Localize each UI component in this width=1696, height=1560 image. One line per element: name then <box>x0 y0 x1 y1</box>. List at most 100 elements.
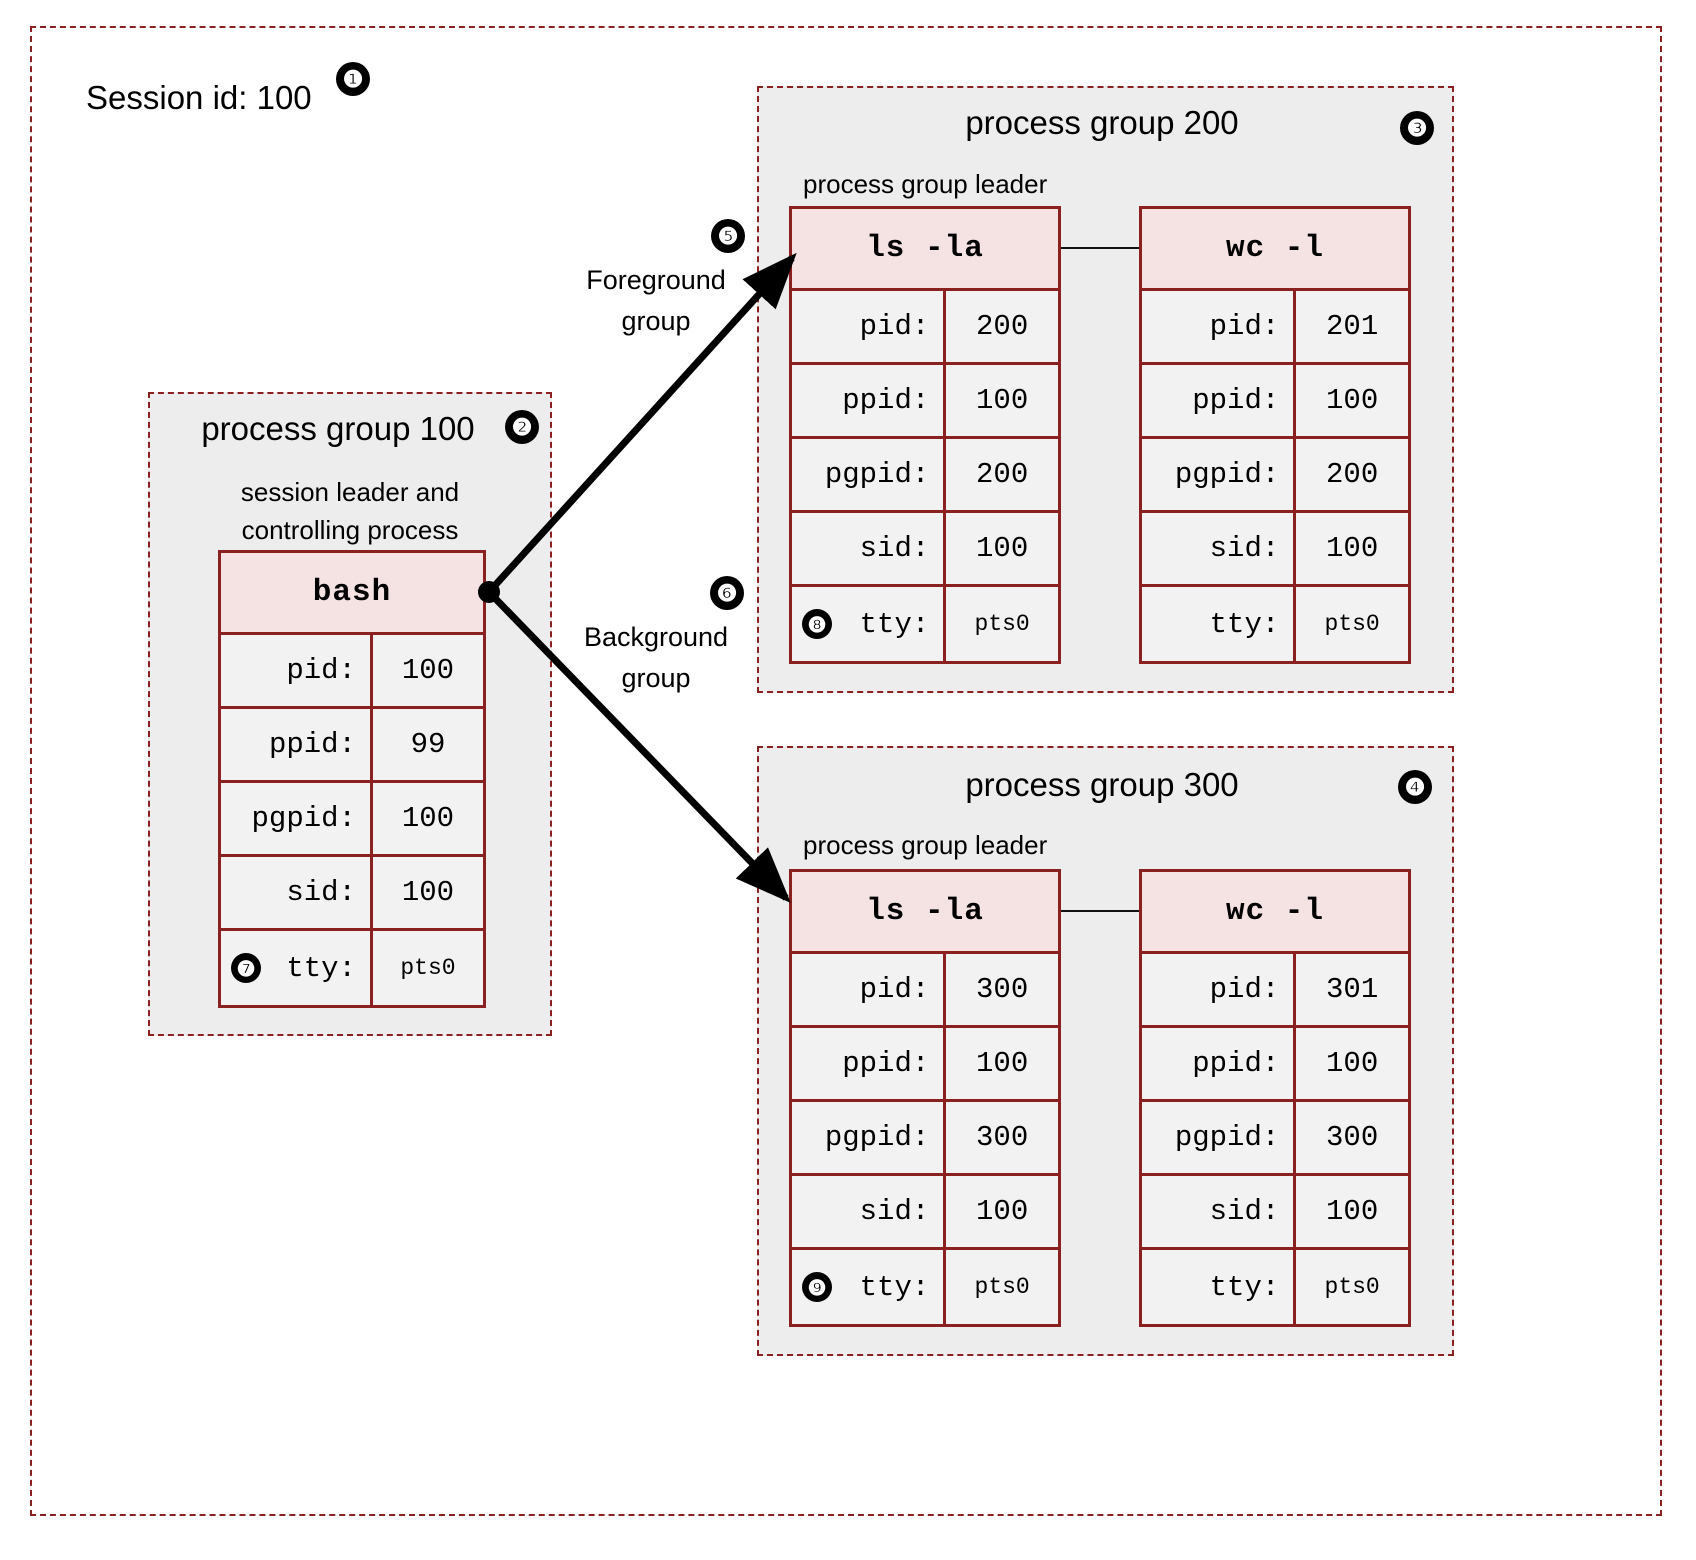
table-row: ❾ tty: pts0 <box>792 1250 1058 1324</box>
row-value: pts0 <box>974 1274 1030 1300</box>
process-name-bash: bash <box>221 553 483 635</box>
table-row: pid: 201 <box>1142 291 1408 365</box>
row-key: sid: <box>792 1176 947 1247</box>
row-key: pid: <box>792 291 947 362</box>
table-row: sid: 100 <box>1142 1176 1408 1250</box>
row-key: sid: <box>792 513 947 584</box>
table-row: pid: 200 <box>792 291 1058 365</box>
row-value: 100 <box>976 1047 1029 1080</box>
row-key: ppid: <box>1142 1028 1297 1099</box>
process-group-100-subtitle: session leader and controlling process <box>240 477 460 545</box>
process-group-200-title: process group 200 <box>965 104 1239 141</box>
row-value: 100 <box>976 1195 1029 1228</box>
table-row: ppid: 100 <box>792 365 1058 439</box>
process-table-ls-200: ls -la pid: 200 ppid: 100 pgpid: 200 sid… <box>789 206 1061 664</box>
callout-badge-7: ❼ <box>231 953 261 983</box>
table-row: pgpid: 200 <box>1142 439 1408 513</box>
table-row: sid: 100 <box>221 857 483 931</box>
row-key: ❼ tty: <box>221 931 373 1005</box>
row-key: ppid: <box>792 1028 947 1099</box>
row-value: 200 <box>976 458 1029 491</box>
row-key-text: tty: <box>859 607 930 641</box>
table-row: sid: 100 <box>792 513 1058 587</box>
callout-badge-2: ❷ <box>505 410 539 444</box>
session-title: Session id: 100 <box>86 79 312 116</box>
callout-badge-1: ❶ <box>336 62 370 96</box>
row-value: 100 <box>401 802 455 835</box>
process-name-ls: ls -la <box>792 872 1058 954</box>
row-value: 100 <box>976 532 1029 565</box>
row-value: 100 <box>1326 1195 1379 1228</box>
table-row: ppid: 100 <box>792 1028 1058 1102</box>
row-value: 300 <box>976 1121 1029 1154</box>
row-key: ppid: <box>792 365 947 436</box>
row-value: 201 <box>1326 310 1379 343</box>
row-value: 200 <box>1326 458 1379 491</box>
table-row: tty: pts0 <box>1142 1250 1408 1324</box>
row-key: ppid: <box>221 709 373 780</box>
row-value: 100 <box>1326 532 1379 565</box>
process-name-ls: ls -la <box>792 209 1058 291</box>
callout-badge-3: ❸ <box>1400 111 1434 145</box>
row-key: pgpid: <box>792 439 947 510</box>
process-group-200-subtitle: process group leader <box>803 169 1048 199</box>
row-value: pts0 <box>1324 1274 1380 1300</box>
row-key: pid: <box>1142 291 1297 362</box>
row-key: pgpid: <box>221 783 373 854</box>
process-table-wc-300: wc -l pid: 301 ppid: 100 pgpid: 300 sid:… <box>1139 869 1411 1327</box>
row-value: 100 <box>401 654 455 687</box>
table-row: pid: 100 <box>221 635 483 709</box>
table-row: pgpid: 300 <box>1142 1102 1408 1176</box>
table-row: sid: 100 <box>1142 513 1408 587</box>
table-row: tty: pts0 <box>1142 587 1408 661</box>
process-group-100-title: process group 100 <box>201 410 475 447</box>
row-key: ❾ tty: <box>792 1250 947 1324</box>
row-key: pid: <box>221 635 373 706</box>
table-row: pid: 301 <box>1142 954 1408 1028</box>
callout-badge-6: ❻ <box>710 576 744 610</box>
row-key: pid: <box>1142 954 1297 1025</box>
row-key: sid: <box>1142 1176 1297 1247</box>
row-key: tty: <box>1142 587 1297 661</box>
process-table-ls-300: ls -la pid: 300 ppid: 100 pgpid: 300 sid… <box>789 869 1061 1327</box>
table-row: ppid: 100 <box>1142 365 1408 439</box>
process-group-300-title: process group 300 <box>965 766 1239 803</box>
row-key: pgpid: <box>792 1102 947 1173</box>
row-value: 100 <box>976 384 1029 417</box>
row-value: 301 <box>1326 973 1379 1006</box>
process-connector-line-300 <box>1061 910 1139 912</box>
row-key: pid: <box>792 954 947 1025</box>
table-row: pgpid: 300 <box>792 1102 1058 1176</box>
table-row: pgpid: 100 <box>221 783 483 857</box>
process-connector-line-200 <box>1061 247 1139 249</box>
row-value: 100 <box>1326 384 1379 417</box>
table-row: ❼ tty: pts0 <box>221 931 483 1005</box>
row-value: 99 <box>410 728 446 761</box>
process-name-wc: wc -l <box>1142 872 1408 954</box>
callout-badge-9: ❾ <box>802 1272 832 1302</box>
callout-badge-8: ❽ <box>802 609 832 639</box>
row-value: 300 <box>1326 1121 1379 1154</box>
process-table-wc-200: wc -l pid: 201 ppid: 100 pgpid: 200 sid:… <box>1139 206 1411 664</box>
row-value: 100 <box>1326 1047 1379 1080</box>
process-group-300-subtitle: process group leader <box>803 830 1048 860</box>
table-row: ppid: 99 <box>221 709 483 783</box>
row-value: pts0 <box>1324 611 1380 637</box>
row-key: ppid: <box>1142 365 1297 436</box>
foreground-group-label: Foreground group <box>586 265 726 336</box>
row-key: pgpid: <box>1142 1102 1297 1173</box>
table-row: pgpid: 200 <box>792 439 1058 513</box>
session-container <box>30 26 1662 1516</box>
table-row: sid: 100 <box>792 1176 1058 1250</box>
background-group-label: Background group <box>583 622 729 693</box>
row-key: ❽ tty: <box>792 587 947 661</box>
row-key-text: tty: <box>859 1270 930 1304</box>
row-value: 100 <box>401 876 455 909</box>
callout-badge-5: ❺ <box>711 219 745 253</box>
row-value: pts0 <box>400 955 456 981</box>
row-key: pgpid: <box>1142 439 1297 510</box>
table-row: ❽ tty: pts0 <box>792 587 1058 661</box>
row-value: pts0 <box>974 611 1030 637</box>
row-key: sid: <box>1142 513 1297 584</box>
